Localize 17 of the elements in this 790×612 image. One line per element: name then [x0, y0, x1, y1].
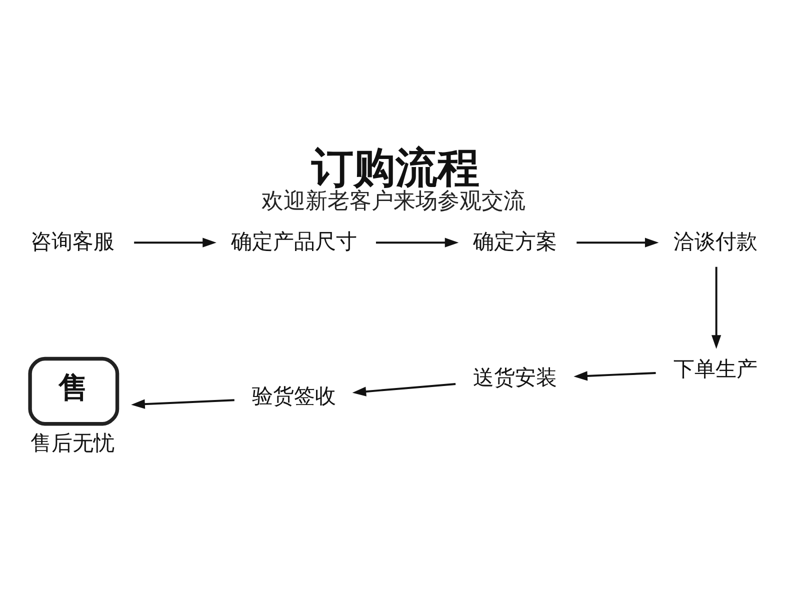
node-text: 下单生产: [673, 356, 758, 381]
arrow: [712, 266, 722, 348]
arrow: [576, 237, 659, 247]
node-text: 咨询客服: [30, 228, 115, 253]
arrow: [131, 398, 234, 408]
node-box: 售: [28, 356, 120, 426]
arrow: [352, 382, 456, 396]
arrow: [574, 370, 656, 380]
arrow: [376, 237, 459, 247]
arrow: [134, 237, 216, 247]
caption: 欢迎新老客户来场参观交流: [262, 188, 526, 214]
node-text: 验货签收: [252, 384, 336, 408]
node-text: 送货安装: [473, 365, 558, 390]
node-text: 确定产品尺寸: [230, 228, 357, 253]
node-text: 洽谈付款: [673, 228, 758, 253]
node-label: 售后无忧: [30, 430, 115, 454]
node-text: 确定方案: [473, 228, 558, 253]
